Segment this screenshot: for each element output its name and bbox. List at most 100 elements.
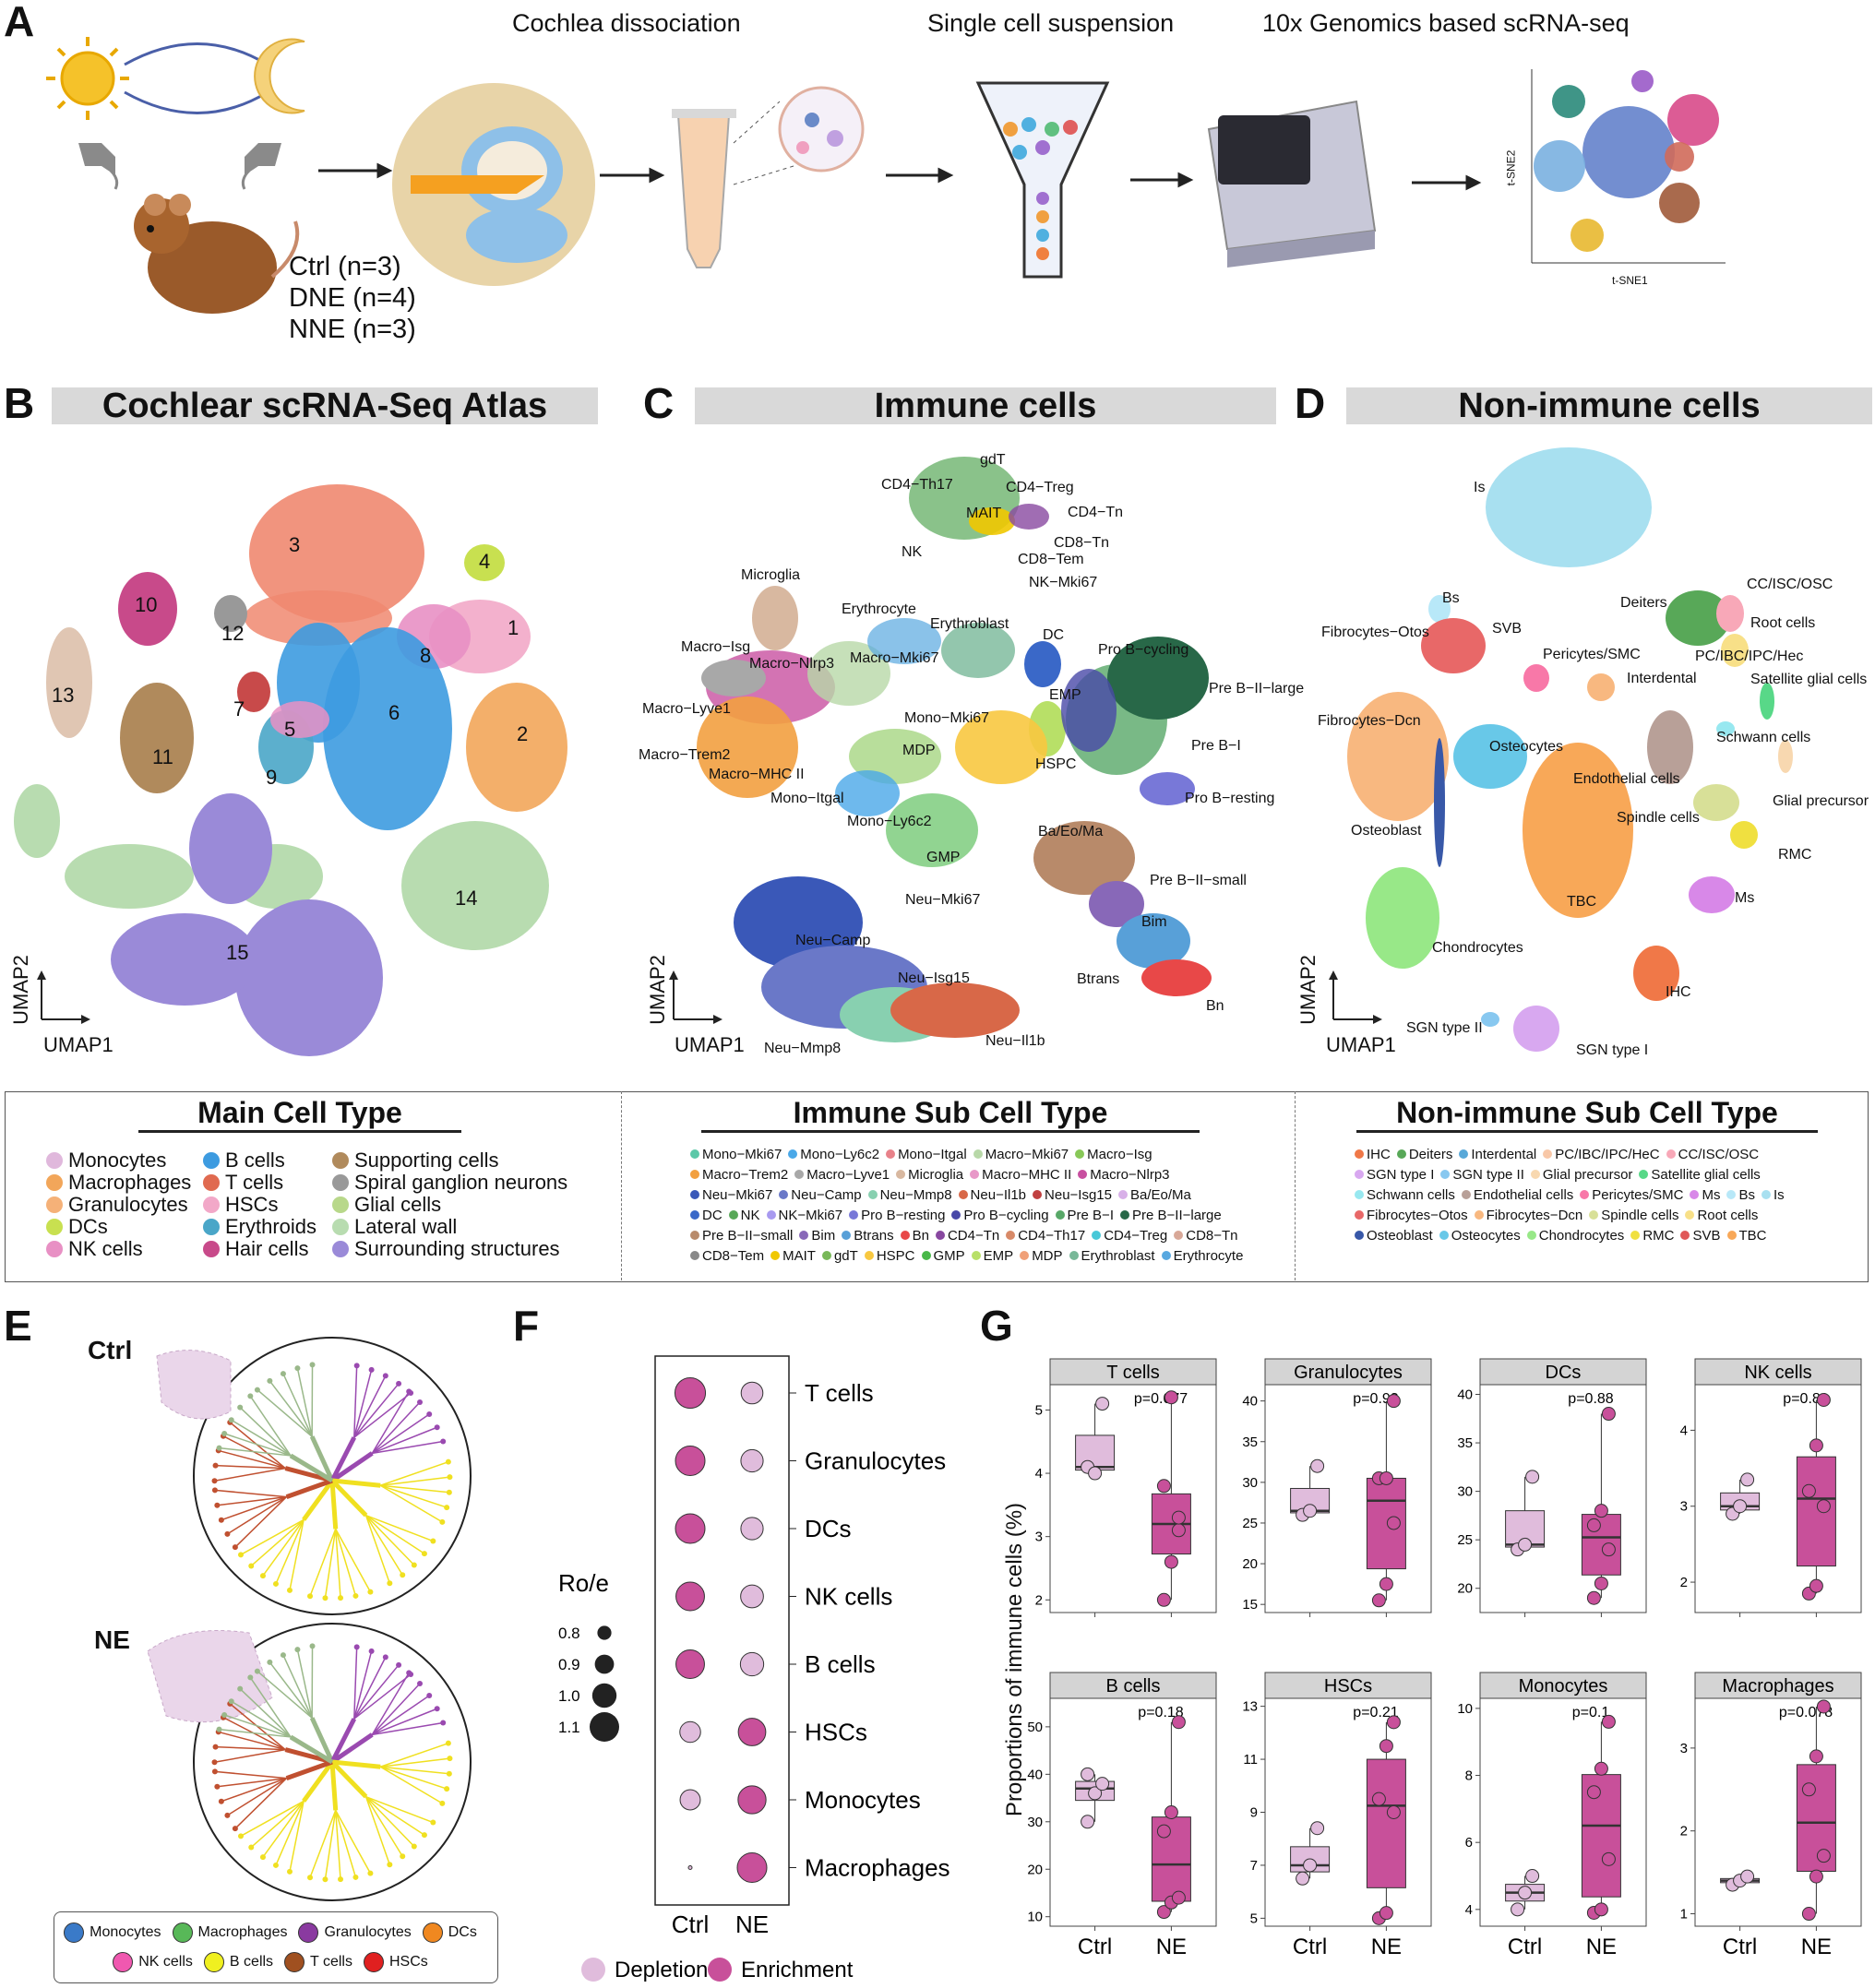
legend-dot [690,1190,699,1199]
legend-label: Ms [1702,1186,1721,1203]
immune-cluster-label: Neu−Il1b [985,1033,1045,1049]
legend-label: Glial cells [354,1193,442,1216]
mouse-icon [134,194,300,314]
data-point [1156,1905,1171,1920]
y-tick-label: 5 [1250,1911,1258,1926]
tree-node [218,1798,224,1804]
tree-node [411,1843,417,1850]
dot-mark [675,1446,706,1476]
legend-item: HSPC [864,1248,915,1264]
immune-cluster-label: EMP [1049,687,1081,703]
boxplot-title: NK cells [1744,1363,1811,1383]
tree-node [254,1668,260,1674]
tree-branch [335,1810,372,1874]
tree-node [221,1711,228,1718]
dot-row-label: Monocytes [805,1786,921,1814]
legend-label: Neu−Il1b [970,1186,1027,1203]
tree-node [211,1478,218,1484]
y-tick-label: 15 [1242,1597,1258,1613]
legend-item: Neu−Mki67 [690,1187,772,1203]
boxplot-frame [1479,1384,1647,1613]
legend-label: Fibrocytes−Dcn [1486,1207,1583,1223]
tree-node [259,1573,266,1579]
boxplot-title: B cells [1106,1676,1161,1696]
data-point [1601,1714,1616,1729]
legend-label: DCs [448,1924,477,1940]
legend-label: Neu−Camp [791,1186,862,1203]
legend-label: Interdental [1471,1146,1537,1162]
legend-dot [690,1231,699,1240]
legend-item: Pro B−resting [849,1208,945,1223]
immune-cluster-label: CD8−Tn [1054,535,1110,551]
legend-label: B cells [225,1149,285,1172]
tree-node [352,1592,359,1599]
data-point [1088,1786,1103,1801]
legend-dot [172,1923,193,1943]
data-point [1386,1715,1401,1730]
legend-item: Root cells [1685,1208,1758,1223]
data-point [1095,1777,1110,1792]
data-point [1809,1749,1823,1764]
legend-item: Macro−Lyve1 [794,1167,890,1183]
legend-label: Pre B−II−large [1132,1207,1222,1223]
dot-mark [740,1584,764,1609]
tree-legend-item: NK cells [113,1947,193,1977]
tree-node [352,1874,359,1880]
legend-label: Monocytes [90,1924,161,1940]
size-legend-label: 1.0 [558,1687,580,1705]
legend-label: gdT [833,1247,858,1264]
y-tick-label: 50 [1027,1720,1043,1735]
boxplot-title: T cells [1106,1363,1159,1383]
legend-dot [1459,1149,1469,1159]
tree-branch [353,1673,412,1720]
tree-branch [269,1380,313,1437]
boxplot-frame [1694,1697,1862,1927]
tree-node [440,1720,447,1726]
tree-node [237,1685,244,1692]
nonimmune-cluster-label: Deiters [1620,595,1667,611]
immune-cluster-label: Bn [1206,998,1224,1014]
immune-cluster-label: Neu−Isg15 [898,970,970,986]
boxplot-title: Macrophages [1722,1676,1833,1696]
tree-branch [269,1661,313,1719]
legend-label: NK cells [68,1237,143,1260]
tree-branch [353,1369,373,1438]
tree-node [237,1833,244,1839]
tree-node [267,1377,273,1384]
cluster-label: 1 [508,616,520,639]
immune-cluster-label: Macro−MHC II [709,767,805,782]
x-tick-label: Ctrl [1723,1934,1757,1959]
tree-branch [221,1495,287,1521]
tree-node [228,1698,234,1705]
tree-node [224,1530,231,1537]
tree-node [368,1366,375,1373]
umap-d-xlabel: UMAP1 [1326,1033,1396,1056]
tree-branch [282,1373,313,1437]
step-title-suspension: Single cell suspension [927,9,1175,37]
data-point [1518,1886,1533,1900]
legend-label: NK−Mki67 [778,1207,843,1223]
tree-node [446,1489,452,1495]
dot-row-label: Macrophages [805,1854,950,1882]
tree-legend-item: HSCs [363,1947,428,1977]
tree-branch [379,1766,443,1804]
legend-dot [1092,1231,1102,1240]
legend-item: Macrophages [46,1171,194,1194]
legend-dot [951,1210,961,1220]
tree-branch [331,1478,381,1488]
tree-branch [231,1419,292,1457]
immune-cluster-label: Mono−Itgal [770,791,844,806]
group-dne: DNE (n=4) [289,283,416,313]
y-tick-label: 9 [1250,1805,1258,1821]
legend-dot [1055,1210,1065,1220]
data-point [1156,1479,1171,1494]
tree-branch [302,1479,335,1521]
tree-branch [227,1495,287,1535]
data-point [1386,1805,1401,1819]
tree-node [338,1595,344,1601]
legend-dot [1439,1231,1449,1240]
legend-label: Mono−Mki67 [702,1146,782,1162]
data-point [1088,1466,1103,1481]
immune-cluster-label: Pre B−I [1191,738,1241,754]
